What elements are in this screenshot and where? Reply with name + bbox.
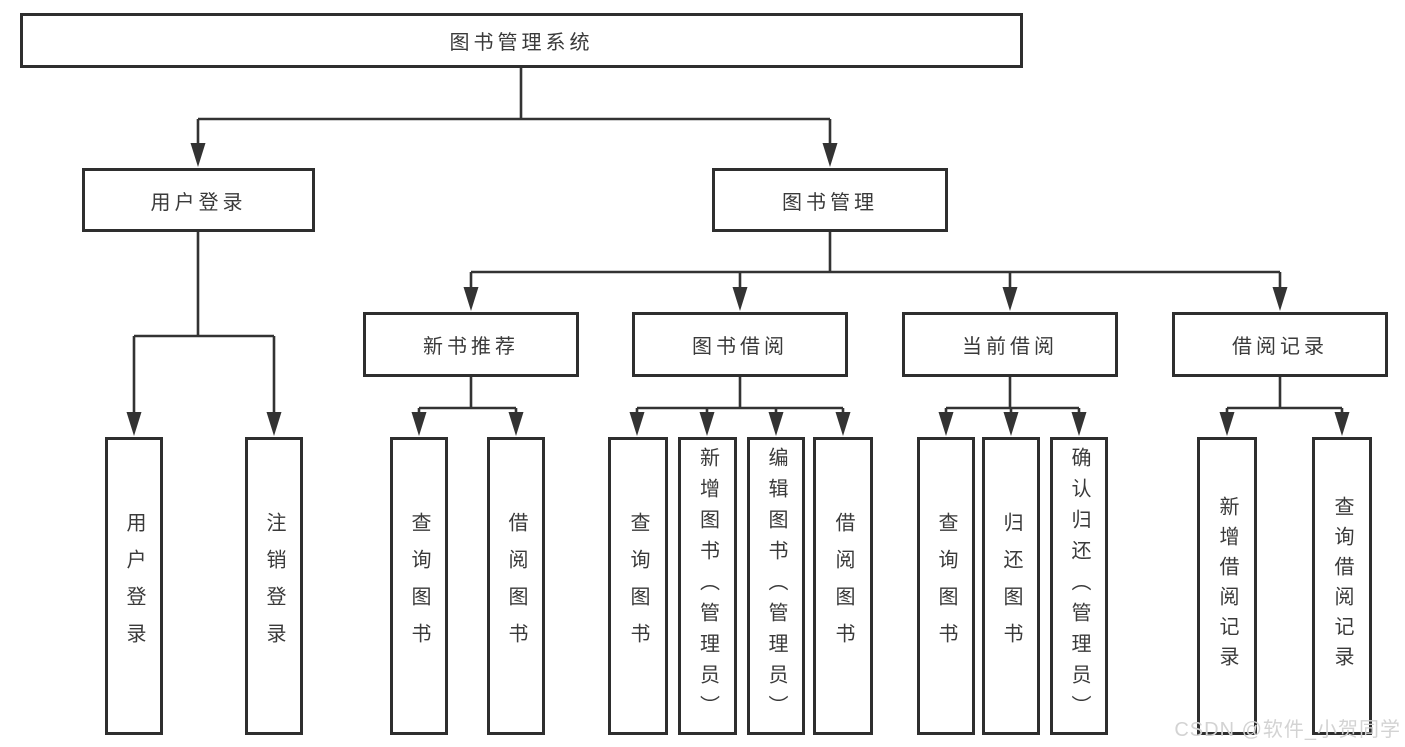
leaf-query-books-recommend-label: 查询图书 bbox=[408, 512, 430, 660]
leaf-borrow-books-recommend-label: 借阅图书 bbox=[505, 512, 527, 660]
node-library-system: 图书管理系统 bbox=[20, 13, 1023, 68]
leaf-query-books-recommend: 查询图书 bbox=[390, 437, 448, 735]
leaf-add-books-admin-label: 新增图书（管理员） bbox=[696, 446, 719, 726]
csdn-watermark: CSDN @软件_小贺同学 bbox=[1174, 719, 1401, 741]
node-library-system-label: 图书管理系统 bbox=[449, 32, 594, 54]
leaf-query-borrow-record-label: 查询借阅记录 bbox=[1331, 496, 1353, 676]
arrowheads bbox=[126, 143, 1350, 436]
node-borrowing-records: 借阅记录 bbox=[1172, 312, 1388, 377]
leaf-edit-books-admin: 编辑图书（管理员） bbox=[747, 437, 805, 735]
leaf-return-books: 归还图书 bbox=[982, 437, 1040, 735]
leaf-user-login: 用户登录 bbox=[105, 437, 163, 735]
leaf-user-login-label: 用户登录 bbox=[123, 512, 145, 660]
leaf-logout: 注销登录 bbox=[245, 437, 303, 735]
leaf-logout-label: 注销登录 bbox=[263, 512, 285, 660]
leaf-return-books-label: 归还图书 bbox=[1000, 512, 1022, 660]
node-book-management: 图书管理 bbox=[712, 168, 948, 232]
leaf-add-books-admin: 新增图书（管理员） bbox=[678, 437, 737, 735]
leaf-borrow-books-recommend: 借阅图书 bbox=[487, 437, 545, 735]
leaf-add-borrow-record-label: 新增借阅记录 bbox=[1216, 496, 1238, 676]
node-new-book-recommend-label: 新书推荐 bbox=[423, 336, 519, 358]
node-new-book-recommend: 新书推荐 bbox=[363, 312, 579, 377]
leaf-borrow-books-borrowing-label: 借阅图书 bbox=[832, 512, 854, 660]
node-book-management-label: 图书管理 bbox=[782, 191, 878, 214]
leaf-query-books-borrowing-label: 查询图书 bbox=[627, 512, 649, 660]
node-book-borrowing: 图书借阅 bbox=[632, 312, 848, 377]
leaf-query-books-current: 查询图书 bbox=[917, 437, 975, 735]
node-current-borrowing-label: 当前借阅 bbox=[962, 336, 1058, 358]
node-current-borrowing: 当前借阅 bbox=[902, 312, 1118, 377]
leaf-query-borrow-record: 查询借阅记录 bbox=[1312, 437, 1372, 735]
leaf-query-books-current-label: 查询图书 bbox=[935, 512, 957, 660]
leaf-add-borrow-record: 新增借阅记录 bbox=[1197, 437, 1257, 735]
leaf-confirm-return-admin: 确认归还（管理员） bbox=[1050, 437, 1108, 735]
leaf-confirm-return-admin-label: 确认归还（管理员） bbox=[1068, 446, 1090, 726]
leaf-edit-books-admin-label: 编辑图书（管理员） bbox=[765, 446, 787, 726]
leaf-query-books-borrowing: 查询图书 bbox=[608, 437, 668, 735]
node-user-login: 用户登录 bbox=[82, 168, 315, 232]
node-borrowing-records-label: 借阅记录 bbox=[1232, 336, 1328, 358]
node-book-borrowing-label: 图书借阅 bbox=[692, 336, 788, 358]
leaf-borrow-books-borrowing: 借阅图书 bbox=[813, 437, 873, 735]
node-user-login-label: 用户登录 bbox=[150, 191, 247, 214]
